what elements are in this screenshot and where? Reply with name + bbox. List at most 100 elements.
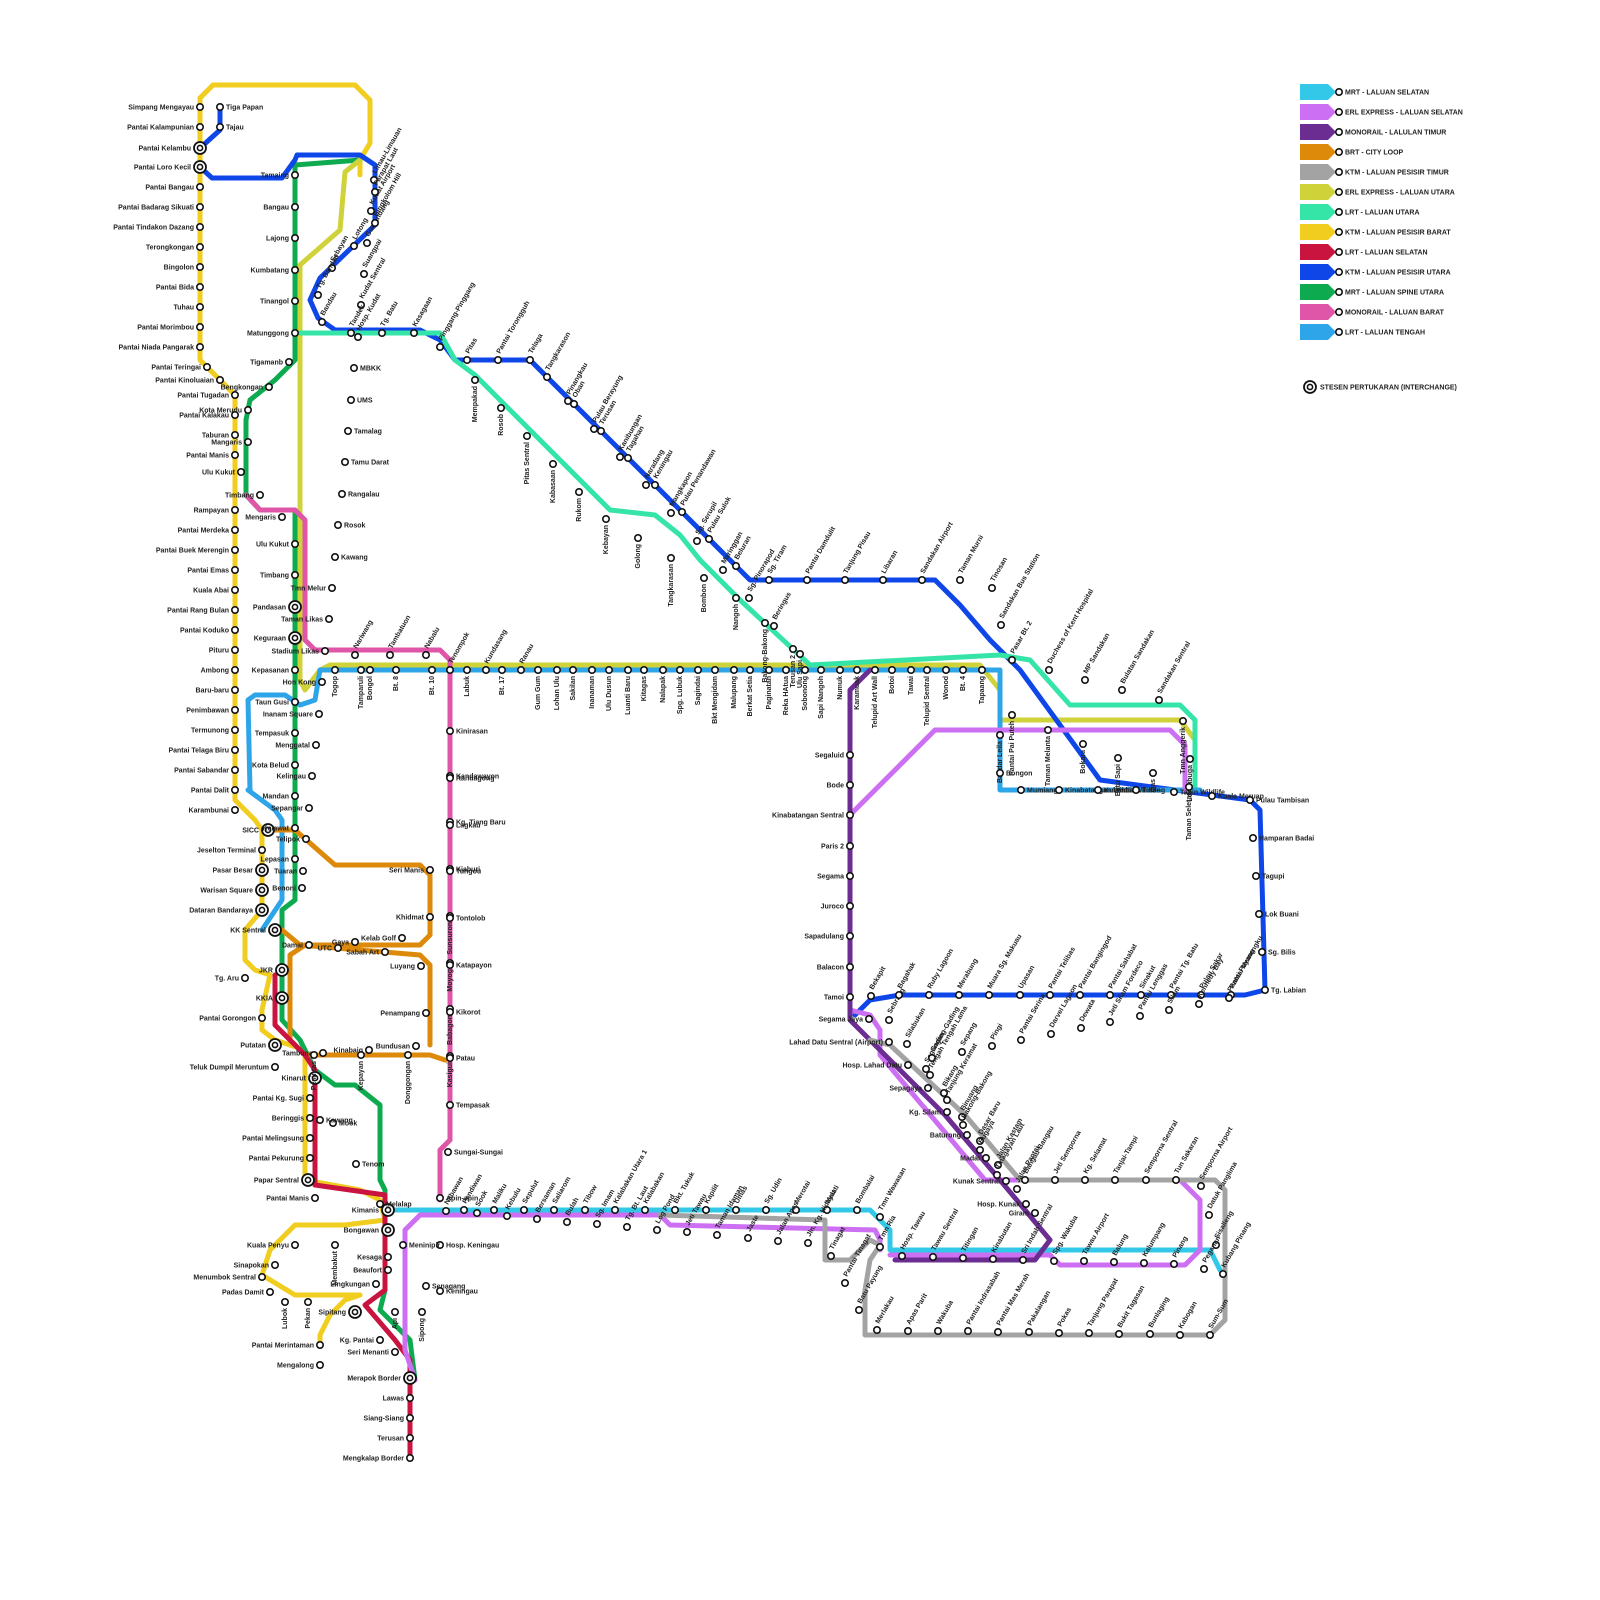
- station[interactable]: Lohan Ulu: [554, 667, 561, 710]
- station[interactable]: Silam: [1166, 985, 1182, 1013]
- station[interactable]: Jeselton Terminal: [197, 847, 265, 855]
- station[interactable]: Mandan: [263, 793, 299, 801]
- station[interactable]: Merabung: [956, 958, 980, 999]
- station[interactable]: Membakut: [332, 1242, 339, 1286]
- station[interactable]: UTC: [318, 945, 342, 953]
- station[interactable]: Kepayan: [358, 1052, 365, 1090]
- station[interactable]: Kumbatang: [251, 267, 299, 275]
- station[interactable]: Pantai Kinoluaian: [155, 377, 223, 385]
- station[interactable]: Rangalau: [339, 491, 380, 499]
- station[interactable]: KK Sentral: [230, 924, 281, 936]
- station[interactable]: Berkat Setia: [747, 667, 754, 717]
- station[interactable]: Bombon: [701, 575, 708, 613]
- station[interactable]: Bundusan: [376, 1043, 419, 1051]
- station[interactable]: Pantai Niada Pangarak: [119, 344, 204, 352]
- station[interactable]: Tuaran: [274, 868, 306, 876]
- station[interactable]: Kelab Golf: [361, 935, 405, 943]
- station[interactable]: Tidong: [1133, 787, 1165, 795]
- station[interactable]: Bongon: [997, 770, 1033, 778]
- station[interactable]: Dewata: [1078, 998, 1097, 1031]
- station[interactable]: Sepangar: [271, 805, 312, 813]
- station[interactable]: Telupid Sentral: [924, 667, 931, 726]
- station[interactable]: Rosob: [498, 405, 505, 436]
- station[interactable]: Simpang Mengayau: [128, 104, 203, 112]
- station[interactable]: Labuk: [464, 667, 471, 697]
- station[interactable]: Rosok: [335, 522, 366, 530]
- station[interactable]: Spg. Lubuk: [677, 667, 684, 714]
- station[interactable]: Botoi: [889, 667, 896, 694]
- station[interactable]: Ulu Sapi: [797, 651, 804, 688]
- station[interactable]: Kinabatangan Sentral: [772, 812, 853, 820]
- station[interactable]: Kesaga: [357, 1254, 391, 1262]
- station[interactable]: Pantai Emas: [187, 567, 238, 575]
- station[interactable]: Api: [392, 1309, 399, 1329]
- station[interactable]: Tanjai-Tampi: [1112, 1135, 1140, 1183]
- station[interactable]: Mengkalap Border: [343, 1455, 413, 1463]
- station[interactable]: Golong: [635, 535, 642, 569]
- station[interactable]: Telupid Art Wall: [872, 667, 879, 728]
- station[interactable]: Sapi Nangoh: [818, 667, 825, 719]
- station[interactable]: Inanam Square: [263, 711, 322, 719]
- station[interactable]: Kalumpang: [1141, 1221, 1167, 1266]
- station[interactable]: Matunggong: [247, 330, 298, 338]
- station[interactable]: Terusan: [377, 1435, 413, 1443]
- station[interactable]: Pantai Teringai: [151, 364, 210, 372]
- station[interactable]: Kawang: [317, 1117, 353, 1125]
- station[interactable]: Donggongan: [405, 1052, 412, 1104]
- station[interactable]: Lajong: [266, 235, 298, 243]
- station[interactable]: Juroco: [821, 903, 854, 911]
- station[interactable]: Merlakau: [874, 1295, 896, 1333]
- station[interactable]: Kg. Selamat: [1082, 1136, 1109, 1183]
- station[interactable]: Lagkau: [447, 822, 481, 830]
- station[interactable]: Tangkarason: [544, 331, 572, 380]
- station[interactable]: Siang-Siang: [364, 1415, 414, 1423]
- station[interactable]: Teluk Dumpil Meruntum: [190, 1064, 278, 1072]
- station[interactable]: MBKK: [351, 365, 381, 373]
- station[interactable]: Sinapokan: [234, 1262, 279, 1270]
- station[interactable]: Taman Likas: [281, 616, 332, 624]
- station[interactable]: Pantai Buek Merengin: [156, 547, 238, 555]
- station[interactable]: Nabalu: [423, 626, 442, 658]
- station[interactable]: Timbang: [260, 572, 298, 580]
- station[interactable]: Bkt Mengidam: [712, 667, 719, 724]
- station[interactable]: Tmn Melur: [291, 585, 336, 593]
- station[interactable]: Bokara: [1080, 741, 1087, 774]
- station[interactable]: Bkt. Tukuk: [672, 1171, 697, 1213]
- station[interactable]: Gum Gum: [535, 667, 542, 710]
- station[interactable]: Bakong-Bakong: [762, 620, 769, 683]
- station[interactable]: Mumiang: [1018, 787, 1058, 795]
- station[interactable]: Tuhau: [174, 304, 204, 312]
- station[interactable]: Tempasuk: [255, 730, 298, 738]
- station[interactable]: Pulau Berayung: [591, 374, 625, 432]
- station[interactable]: Kikorot: [447, 1009, 481, 1017]
- station[interactable]: Pantai Rang Bulan: [167, 607, 238, 615]
- station[interactable]: Tun Sakaran: [1173, 1136, 1201, 1184]
- station[interactable]: Tg. Labian: [1262, 987, 1306, 995]
- station[interactable]: Menggatal: [275, 742, 319, 750]
- station[interactable]: Kelingau: [276, 773, 315, 781]
- station[interactable]: Tinangol: [260, 298, 298, 306]
- station[interactable]: Darvel Lagoon: [1048, 983, 1079, 1037]
- station[interactable]: Ulu Dusun: [606, 667, 613, 711]
- station[interactable]: Tangkarasan: [668, 555, 675, 607]
- station[interactable]: Pantai Morimbou: [137, 324, 203, 332]
- station[interactable]: Rampayan: [194, 507, 239, 515]
- station[interactable]: Karamuak: [854, 667, 861, 710]
- station[interactable]: Kinirasan: [447, 728, 488, 736]
- station[interactable]: Pantai Merdeka: [178, 527, 239, 535]
- station[interactable]: Ulu Kukut: [202, 469, 244, 477]
- station[interactable]: Papar Sentral: [254, 1174, 314, 1186]
- station[interactable]: Tg. Aru: [215, 975, 248, 983]
- station[interactable]: Tempasak: [447, 1102, 490, 1110]
- station[interactable]: Warisan Square: [200, 884, 268, 896]
- station[interactable]: Wonod: [943, 667, 950, 700]
- station[interactable]: Luanti Baru: [625, 667, 632, 715]
- station[interactable]: Bt. 4: [960, 667, 967, 691]
- station[interactable]: Penampang: [380, 1010, 429, 1018]
- station[interactable]: Tamparuli: [358, 667, 365, 709]
- station[interactable]: Padas Damit: [222, 1289, 273, 1297]
- station[interactable]: Kg. Pantai: [340, 1337, 383, 1345]
- station[interactable]: Pantai Tindakon Dazang: [113, 224, 203, 232]
- station[interactable]: Rukom: [576, 489, 583, 522]
- station[interactable]: Terongkongan: [146, 244, 203, 252]
